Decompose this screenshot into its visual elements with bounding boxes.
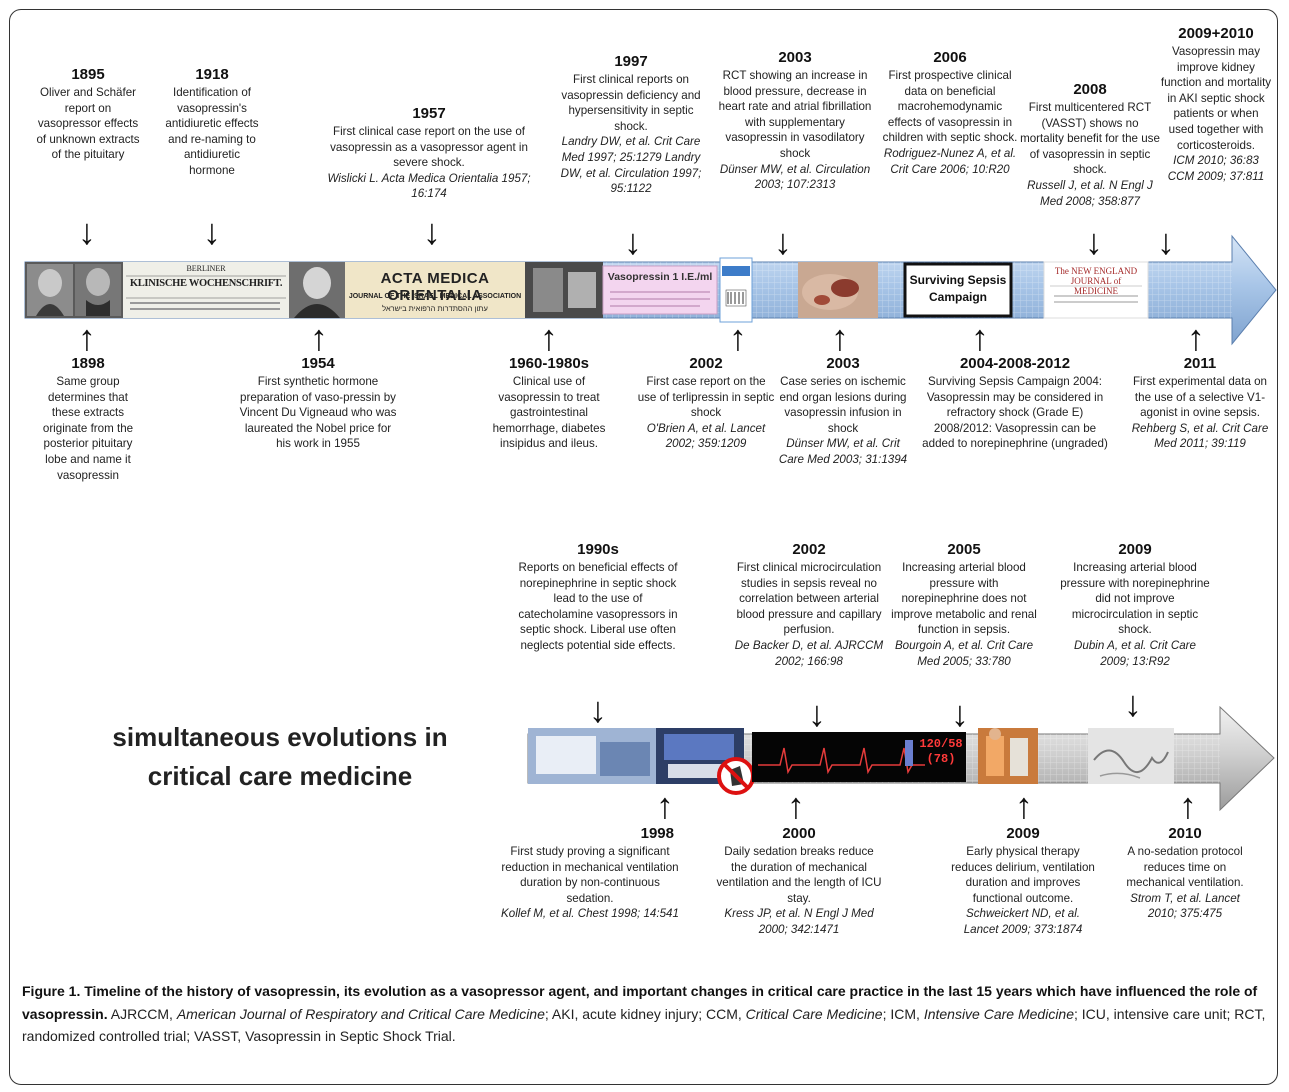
acta-medica-orientalia-image [345, 262, 525, 318]
arrow-up-2002: ↑ [729, 317, 747, 358]
arrow-up-1954: ↑ [310, 317, 328, 358]
caption-italic-1: American Journal of Respiratory and Crit… [176, 1005, 545, 1022]
arrow-up-2011: ↑ [1187, 317, 1205, 358]
figure-frame [9, 9, 1278, 1085]
arrow-up-1960-1980s: ↑ [540, 317, 558, 358]
terlipressin-box-image [719, 257, 753, 323]
acta-subtitle-label: JOURNAL OF THE ISRAEL MEDICAL ASSOCIATIO… [348, 293, 522, 300]
side-title: simultaneous evolutions in critical care… [112, 722, 448, 791]
nejm-journal-image [1043, 261, 1149, 319]
physical-therapy-photo-image [978, 728, 1038, 784]
no-sedation-sign-icon [717, 757, 755, 795]
caption-text-4: ; ICU, intensive care unit; RCT, randomi… [22, 1005, 1266, 1045]
arrow-up-1998: ↑ [656, 785, 674, 826]
monitor-map-label: (78) [926, 752, 956, 766]
portraits-oliver-schafer-image [25, 262, 123, 318]
caption-text-3: ; ICM, [882, 1005, 924, 1022]
vasopressin-vial-label: Vasopressin 1 I.E./ml [607, 271, 713, 283]
arrow-down-2002-micro: ↓ [808, 693, 826, 734]
arrow-up-1898: ↑ [78, 317, 96, 358]
klinische-wochenschrift-label: KLINISCHE WOCHENSCHRIFT. [129, 278, 283, 289]
du-vigneaud-portrait-image [289, 262, 345, 318]
caption-text-2: ; AKI, acute kidney injury; CCM, [544, 1005, 746, 1022]
arrow-up-2000: ↑ [787, 785, 805, 826]
microcirculation-image [1088, 728, 1174, 784]
arrow-down-1895: ↓ [78, 211, 96, 252]
vasopressin-clinical-photo-image [525, 262, 603, 318]
nejm-label: The NEW ENGLAND JOURNAL of MEDICINE [1054, 266, 1138, 297]
arrow-down-1997: ↓ [624, 221, 642, 262]
caption-title: Figure 1. Timeline of the history of vas… [22, 983, 1258, 1022]
arrow-down-2009-2010: ↓ [1157, 221, 1175, 262]
klinische-wochenschrift-image [123, 262, 289, 318]
arrow-down-2003: ↓ [774, 221, 792, 262]
caption-italic-3: Intensive Care Medicine [923, 1005, 1074, 1022]
vasopressin-vial-label-image [602, 265, 718, 315]
ischemic-lesion-photo-image [798, 262, 878, 318]
acta-title-label: ACTA MEDICA ORIENTALIA [380, 270, 490, 304]
arrow-down-2009-micro: ↓ [1124, 683, 1142, 724]
caption-text-1: AJRCCM, [107, 1005, 177, 1022]
figure-caption: Figure 1. Timeline of the history of vas… [22, 980, 1267, 1048]
arrow-down-1918: ↓ [203, 211, 221, 252]
berliner-label: BERLINER [186, 264, 226, 273]
caption-italic-2: Critical Care Medicine [745, 1005, 883, 1022]
arrow-up-2009-pt: ↑ [1015, 785, 1033, 826]
ecg-monitor-image [752, 732, 966, 782]
arrow-down-1957: ↓ [423, 211, 441, 252]
arrow-down-2008: ↓ [1085, 221, 1103, 262]
arrow-down-2005: ↓ [951, 693, 969, 734]
arrow-down-1990s: ↓ [589, 689, 607, 730]
arrow-up-2010: ↑ [1179, 785, 1197, 826]
arrow-up-2003: ↑ [831, 317, 849, 358]
monitor-bp-label: 120/58 [919, 737, 963, 751]
surviving-sepsis-campaign-logo [903, 262, 1013, 318]
arrow-up-2004-2008-2012: ↑ [971, 317, 989, 358]
surviving-sepsis-label: Surviving Sepsis Campaign [909, 273, 1007, 304]
acta-hebrew-label: עתון ההסתדרות הרפואית בישראל [382, 304, 488, 313]
icu-ventilator-photo-image [528, 728, 656, 784]
